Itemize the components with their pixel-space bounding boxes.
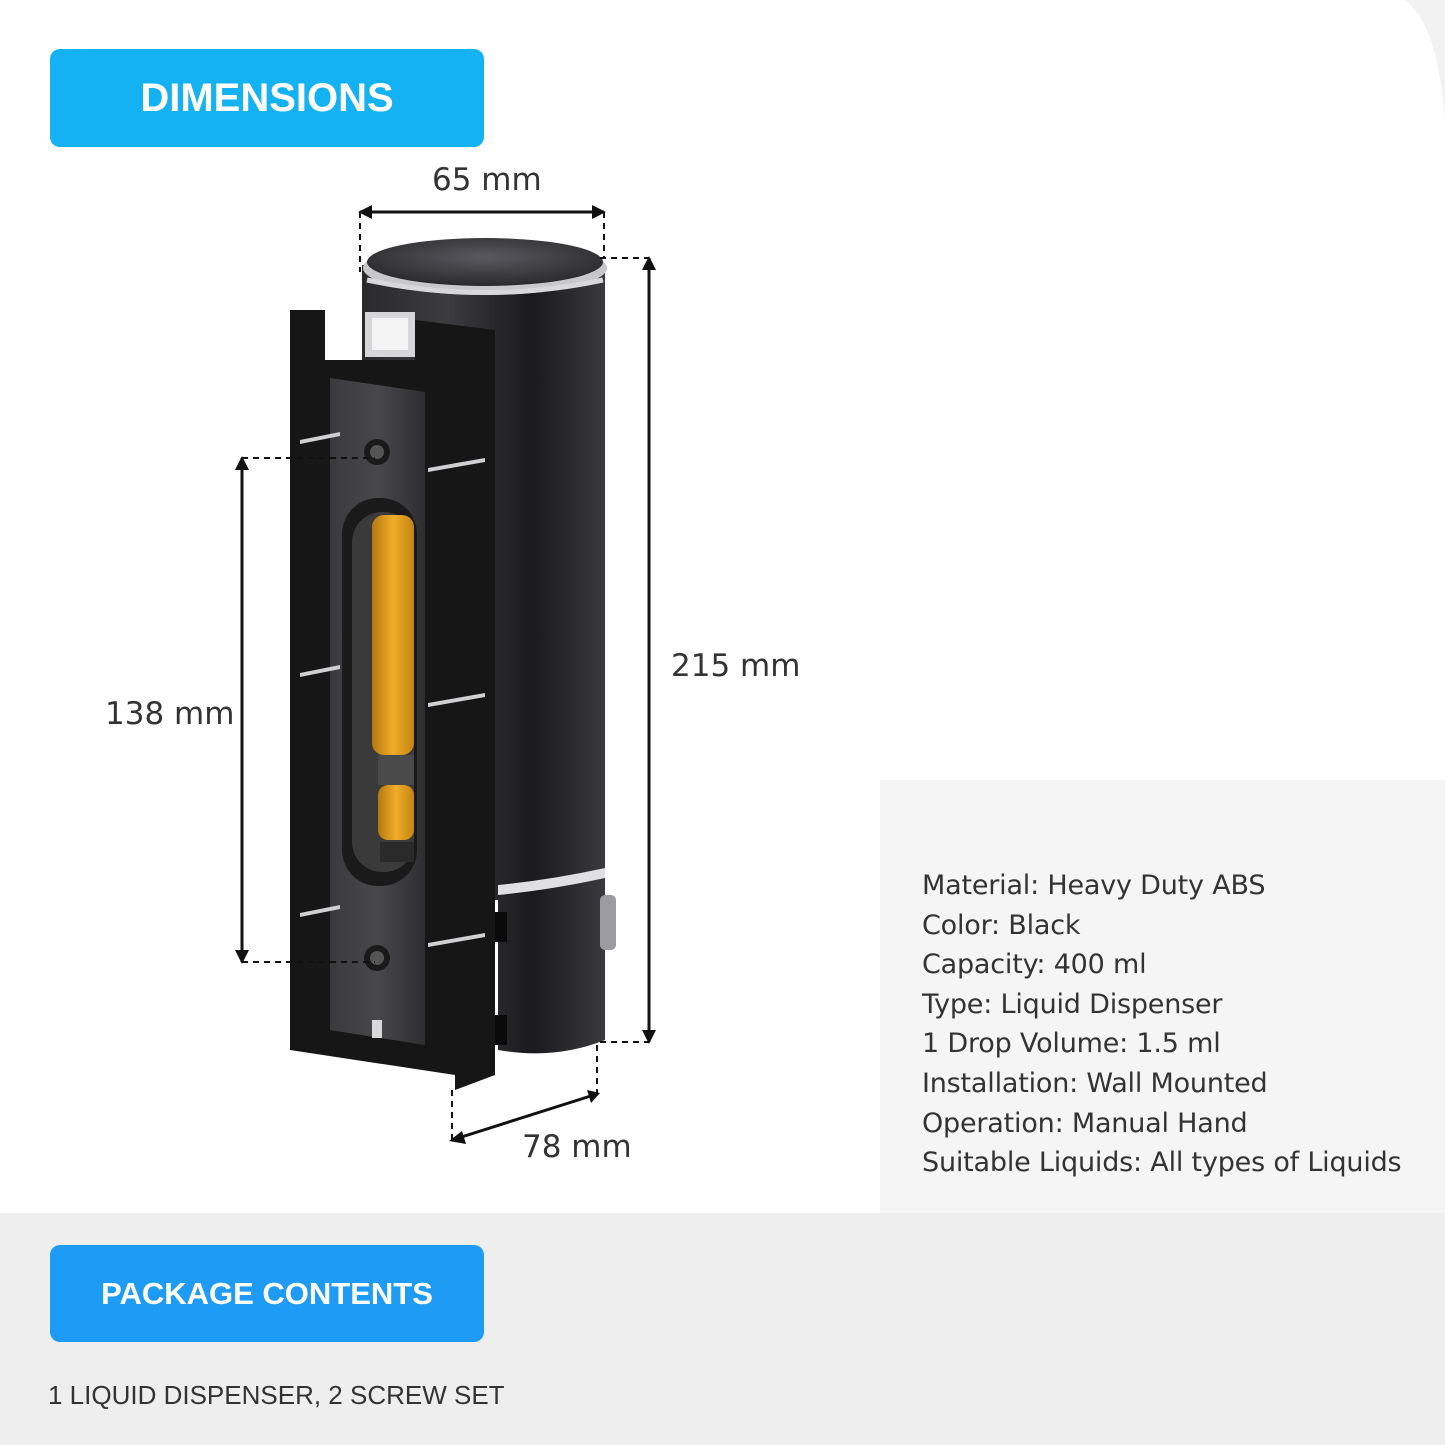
spec-item: Capacity: 400 ml — [922, 949, 1147, 981]
spec-item: Type: Liquid Dispenser — [922, 988, 1223, 1020]
hole-spacing-label: 138 mm — [105, 696, 235, 732]
depth-dimension-line — [449, 1045, 600, 1144]
width-label: 65 mm — [432, 162, 542, 198]
liquid-window — [342, 498, 417, 886]
package-contents-heading-text: PACKAGE CONTENTS — [101, 1275, 433, 1311]
height-label: 215 mm — [671, 648, 801, 684]
height-dimension-line — [600, 256, 656, 1044]
spec-list: Material: Heavy Duty ABS Color: Black Ca… — [922, 866, 1402, 1183]
package-contents-heading: PACKAGE CONTENTS — [50, 1245, 484, 1342]
spec-item: Suitable Liquids: All types of Liquids — [922, 1147, 1402, 1179]
spec-panel — [880, 780, 1445, 1215]
hole-spacing-dimension-line — [235, 456, 375, 964]
spec-panel-curve — [880, 785, 1445, 820]
width-dimension-line — [358, 205, 606, 272]
spec-item: Material: Heavy Duty ABS — [922, 870, 1266, 901]
depth-label: 78 mm — [522, 1129, 632, 1165]
spec-item: Operation: Manual Hand — [922, 1107, 1248, 1139]
package-contents-text: 1 LIQUID DISPENSER, 2 SCREW SET — [48, 1380, 505, 1410]
spec-item: 1 Drop Volume: 1.5 ml — [922, 1028, 1221, 1060]
spec-item: Installation: Wall Mounted — [922, 1067, 1268, 1099]
dimensions-heading: DIMENSIONS — [50, 49, 484, 147]
corner-decoration — [1405, 0, 1445, 120]
spec-item: Color: Black — [922, 909, 1081, 941]
dimensions-heading-text: DIMENSIONS — [140, 75, 394, 120]
